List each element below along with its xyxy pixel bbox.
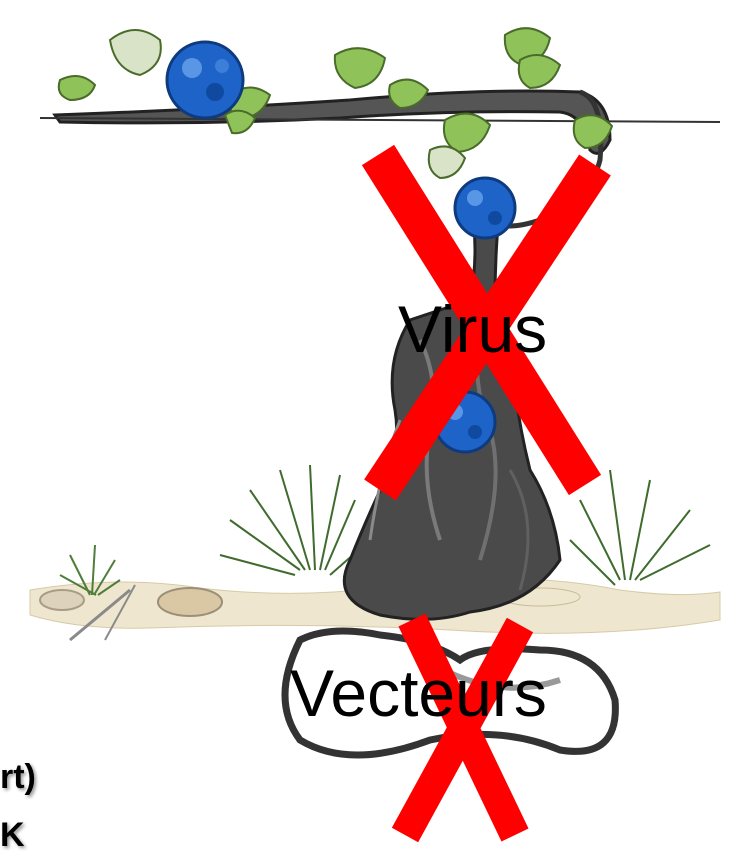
virus-particle-icon <box>167 42 243 118</box>
grass-right <box>570 470 710 585</box>
virus-label: Virus <box>398 296 547 362</box>
cut-off-text-fragment: K <box>0 818 25 852</box>
cut-off-text-fragment: rt) <box>0 760 36 794</box>
grass-center <box>220 465 370 575</box>
vectors-label: Vecteurs <box>290 660 547 726</box>
virus-particle-icon <box>455 178 515 238</box>
